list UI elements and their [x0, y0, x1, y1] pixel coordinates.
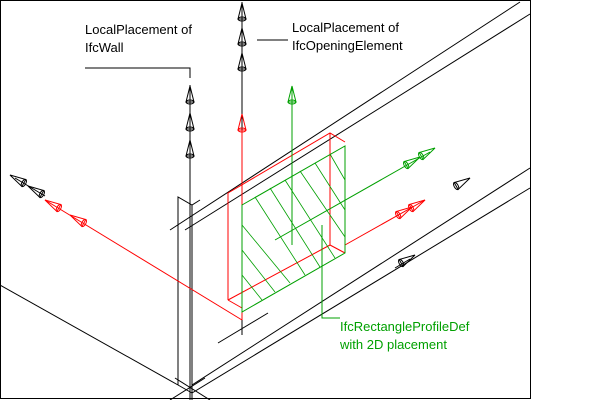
opening-box: [227, 132, 346, 309]
wall-placement-axes: [7, 85, 473, 400]
leader-lines: [85, 39, 288, 78]
wall-placement-label-line1: LocalPlacement of: [85, 22, 192, 37]
frame: [0, 0, 531, 399]
wall-placement-label-line2: IfcWall: [85, 40, 124, 55]
opening-placement-label-line2: IfcOpeningElement: [292, 38, 403, 53]
profile-label: IfcRectangleProfileDef with 2D placement: [340, 318, 469, 354]
profile-label-line1: IfcRectangleProfileDef: [340, 319, 470, 334]
wall-placement-label: LocalPlacement of IfcWall: [85, 21, 192, 57]
opening-placement-label-line1: LocalPlacement of: [292, 20, 399, 35]
profile-rectangle: [241, 85, 438, 319]
profile-label-line2: with 2D placement: [340, 337, 447, 352]
opening-placement-label: LocalPlacement of IfcOpeningElement: [292, 19, 403, 55]
